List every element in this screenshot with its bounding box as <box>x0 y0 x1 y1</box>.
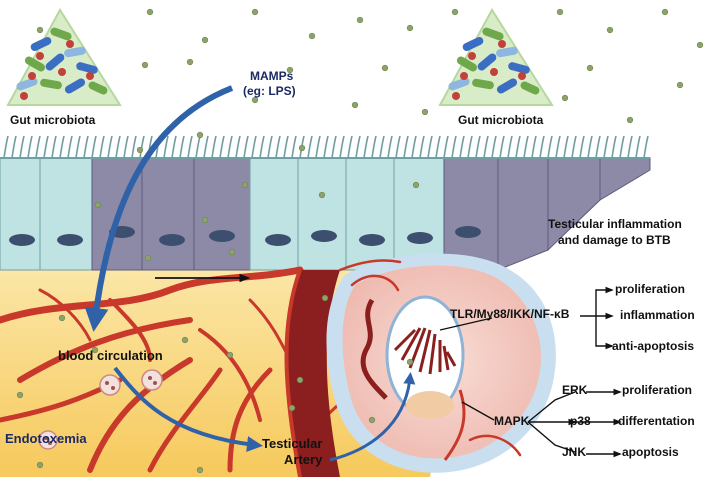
tlr-output-inflammation: inflammation <box>620 308 695 322</box>
testicular-artery <box>284 269 340 477</box>
erk-label: ERK <box>562 383 588 397</box>
signaling-pathway-arrows <box>439 286 622 458</box>
p38-label: p38 <box>570 414 591 428</box>
testicular-inflammation-label-line1: Testicular inflammation <box>548 217 682 231</box>
gut-microbiota-left <box>6 8 122 106</box>
artery-to-testis-arrow <box>329 372 416 462</box>
erk-output-proliferation: proliferation <box>622 383 693 397</box>
blood-cells <box>38 369 163 450</box>
blood-to-artery-arrow <box>113 366 263 453</box>
tlr-output-proliferation: proliferation <box>615 282 686 296</box>
artery-label: Artery <box>284 452 323 467</box>
testis <box>326 253 556 473</box>
tlr-pathway-label: TLR/My88/IKK/NF-κB <box>450 307 570 321</box>
intestinal-epithelium <box>0 135 651 271</box>
mapk-label: MAPK <box>494 414 530 428</box>
testicular-inflammation-label-line2: and damage to BTB <box>558 233 671 247</box>
gut-microbiota-right-label: Gut microbiota <box>458 113 544 127</box>
blood-vessels <box>0 266 362 473</box>
p38-output-differentation: differentation <box>618 414 695 428</box>
tlr-output-anti-apoptosis: anti-apoptosis <box>612 339 695 353</box>
lps-particles <box>16 8 704 474</box>
jnk-label: JNK <box>562 445 587 459</box>
gut-microbiota-left-label: Gut microbiota <box>10 113 96 127</box>
gut-microbiota-right <box>438 8 554 106</box>
jnk-output-apoptosis: apoptosis <box>622 445 679 459</box>
mamps-example-label: (eg: LPS) <box>243 84 296 98</box>
mamps-translocation-arrow <box>84 85 234 332</box>
blood-circulation-label: blood circulation <box>58 348 163 363</box>
mamps-label: MAMPs <box>250 69 294 83</box>
endotoxemia-label: Endotoxemia <box>5 431 87 446</box>
testicular-label: Testicular <box>262 436 323 451</box>
